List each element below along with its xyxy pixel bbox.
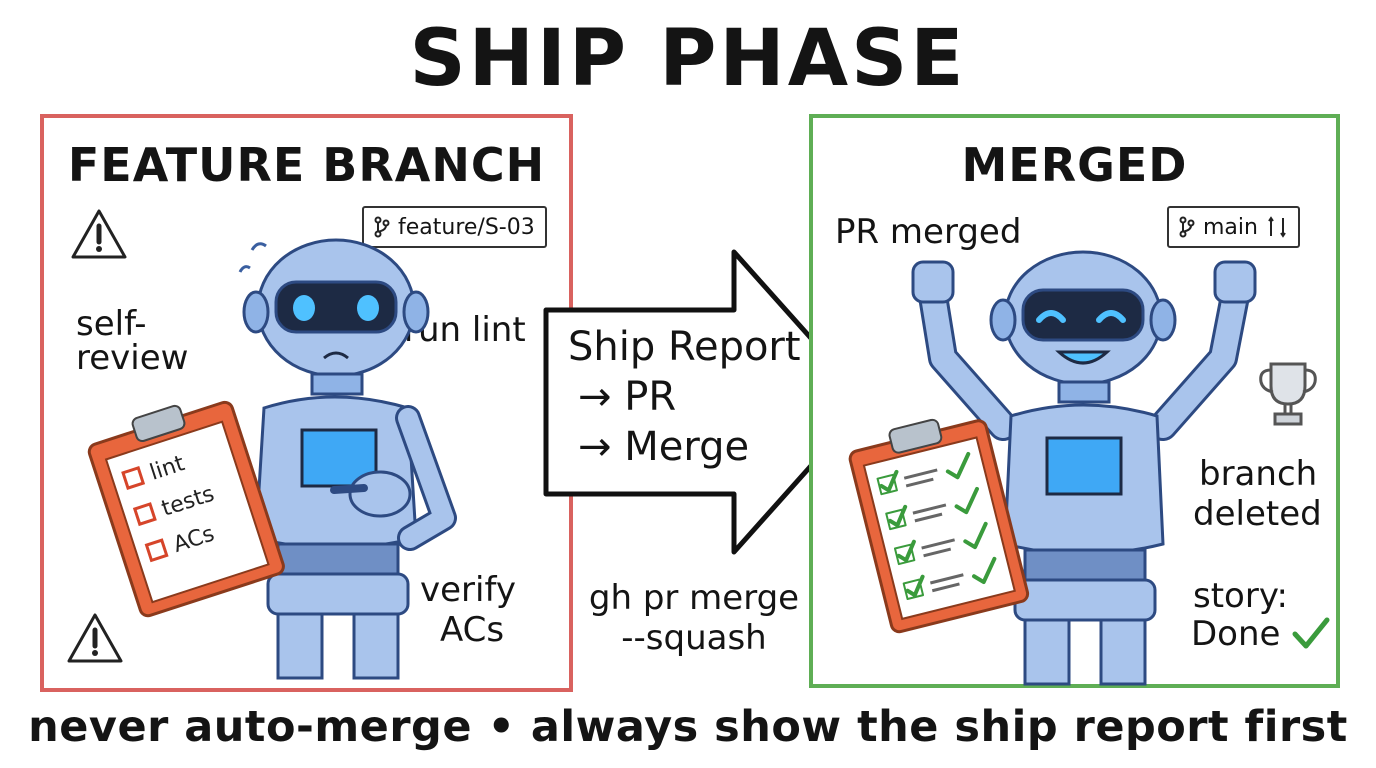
- robot-illustration: [911, 250, 1257, 686]
- warning-icon: [67, 613, 123, 663]
- branch-name: main: [1203, 214, 1258, 240]
- label-pr-merged: PR merged: [835, 212, 1022, 252]
- merged-title: MERGED: [961, 138, 1188, 192]
- merge-command-line-2: --squash: [621, 618, 767, 658]
- label-self-review-1: self-: [76, 304, 147, 344]
- label-verify-2: ACs: [440, 610, 505, 650]
- robot-illustration: [238, 238, 457, 680]
- feature-branch-title: FEATURE BRANCH: [67, 138, 546, 192]
- label-branch-deleted-2: deleted: [1193, 494, 1322, 534]
- page-title: SHIP PHASE: [409, 14, 967, 104]
- branch-tag-feature: feature/S-03: [362, 206, 547, 248]
- branch-name: feature/S-03: [398, 214, 535, 240]
- merge-command-line-1: gh pr merge: [588, 578, 800, 618]
- arrow-line-3: → Merge: [578, 424, 750, 470]
- clipboard-icon: lint tests ACs: [87, 400, 285, 618]
- checkmark-icon: [1292, 617, 1330, 649]
- branch-tag-main: main: [1167, 206, 1300, 248]
- label-branch-deleted-1: branch: [1199, 454, 1318, 494]
- merge-command: gh pr merge --squash: [580, 578, 808, 658]
- label-story-2: Done: [1191, 614, 1281, 654]
- feature-branch-panel: FEATURE BRANCH feature/S-03 self- review…: [40, 114, 573, 692]
- footer-rule: never auto-merge • always show the ship …: [28, 702, 1348, 752]
- git-branch-icon: [1179, 216, 1195, 238]
- ship-report-steps: Ship Report → PR → Merge: [568, 322, 848, 472]
- label-verify-1: verify: [420, 570, 516, 610]
- merged-panel: MERGED PR merged main branch deleted sto…: [809, 114, 1340, 688]
- arrow-line-2: → PR: [578, 374, 677, 420]
- label-story-1: story:: [1193, 576, 1288, 616]
- warning-icon: [71, 209, 127, 259]
- clipboard-icon: [848, 418, 1030, 634]
- git-branch-icon: [374, 216, 390, 238]
- trophy-icon: [1259, 362, 1317, 426]
- git-pull-request-icon: [1268, 216, 1286, 238]
- arrow-line-1: Ship Report: [568, 324, 801, 370]
- arrow-icon: [543, 249, 871, 555]
- label-self-review-2: review: [76, 338, 189, 378]
